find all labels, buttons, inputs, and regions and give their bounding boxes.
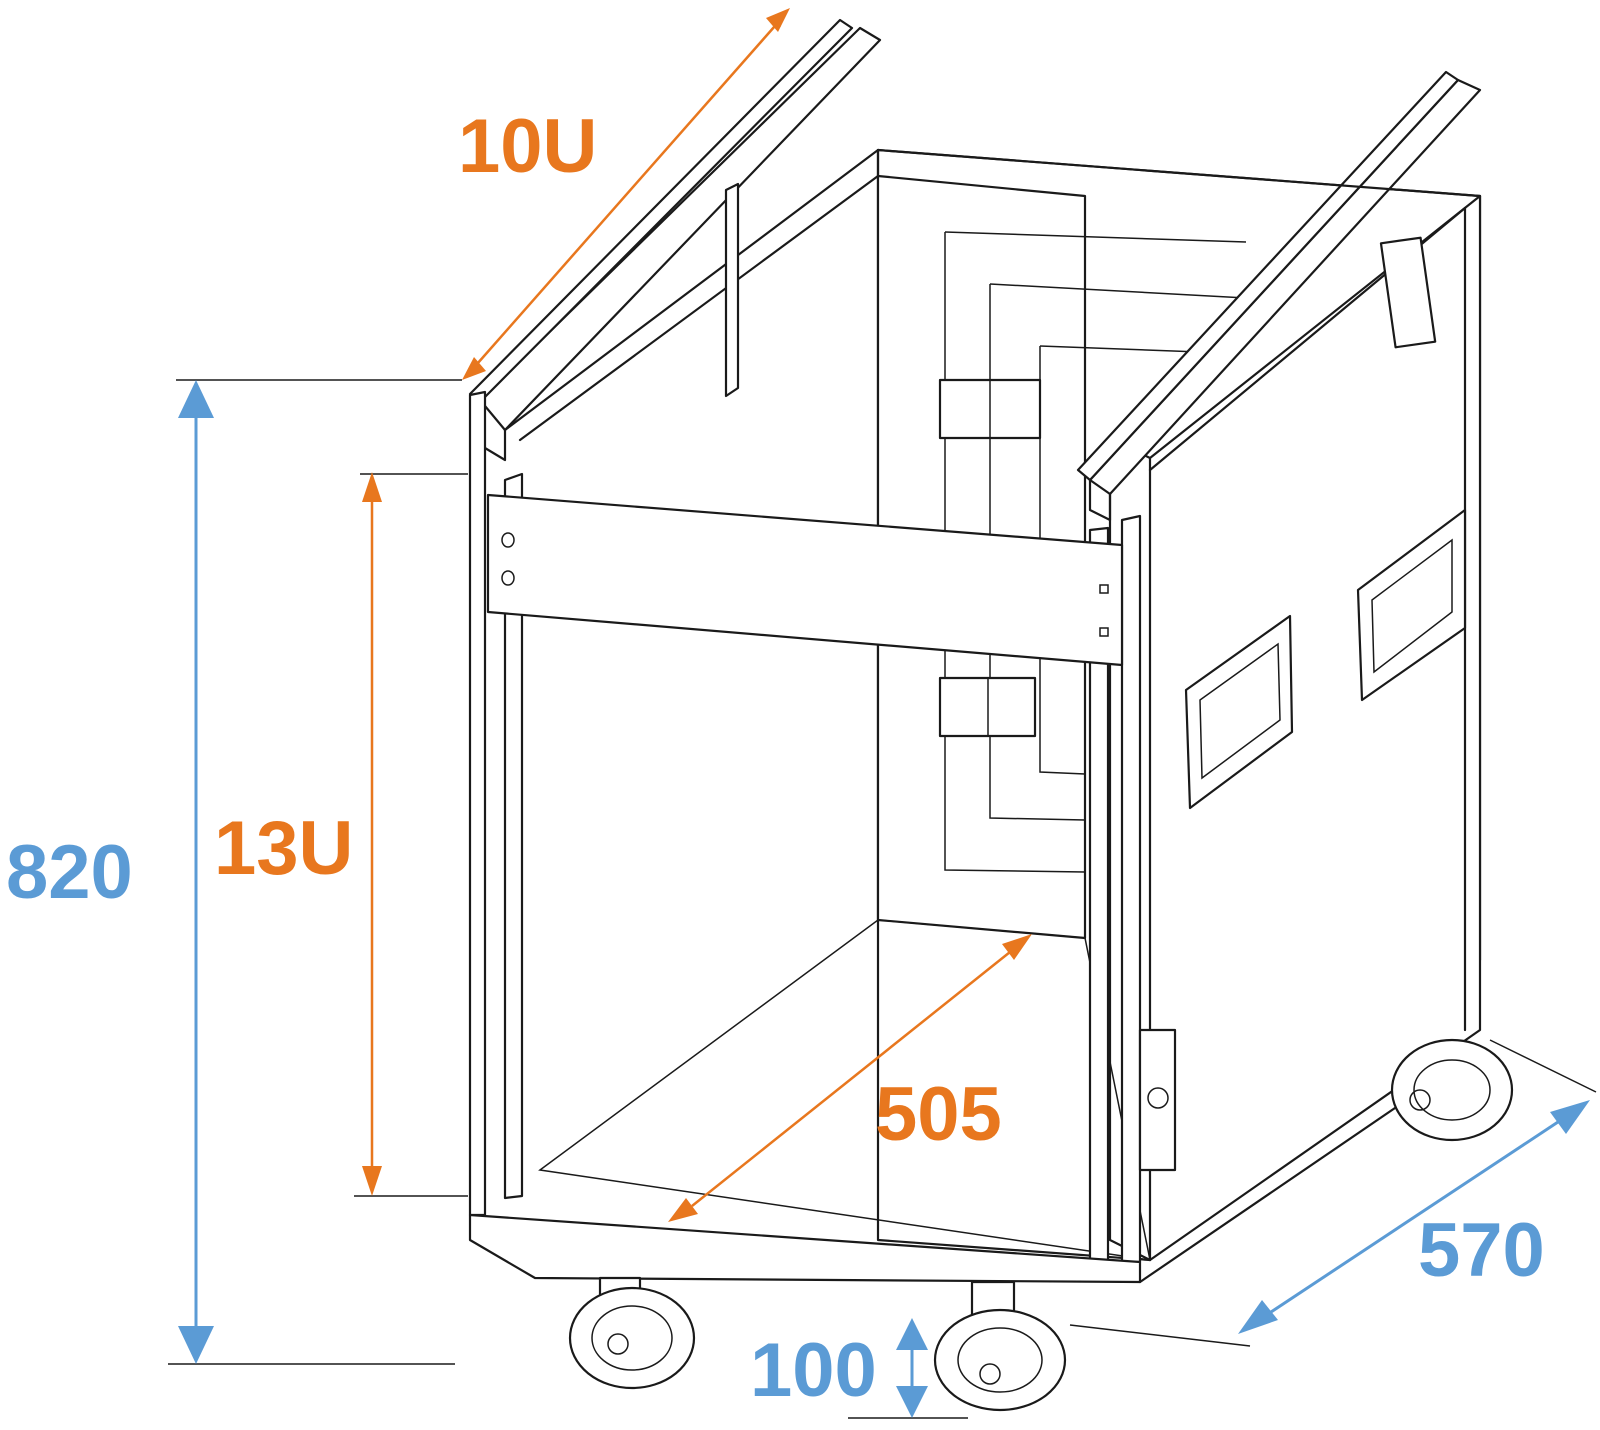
case-front-frame [468,390,1142,1264]
dim-13u: 13U [214,472,382,1196]
side-handle-lower [1184,614,1294,810]
label-570: 570 [1418,1208,1545,1293]
top-rail-right [1076,70,1482,522]
interior-bracket-lower [938,676,1037,738]
side-latch-bottom [1138,1028,1177,1172]
lid-strap [724,182,740,398]
caster-front-left [568,1276,696,1390]
caster-back-right [1390,1038,1514,1142]
label-13u: 13U [214,806,353,891]
dim-505: 505 [668,934,1032,1222]
dim-100: 100 [750,1318,928,1418]
dim-570: 570 [1238,1100,1590,1334]
label-100: 100 [750,1328,877,1413]
label-820: 820 [6,830,133,915]
caster-front-right [933,1280,1067,1412]
side-handle-upper [1356,508,1467,702]
side-latch-top [1379,236,1437,349]
dim-10u: 10U [458,8,790,380]
top-rail-left [468,18,882,462]
extension-lines [168,379,1597,1419]
case-base [468,1048,1482,1284]
interior-bracket-upper [938,378,1042,440]
label-505: 505 [875,1072,1002,1157]
label-10u: 10U [458,104,597,189]
dim-820: 820 [6,380,214,1364]
